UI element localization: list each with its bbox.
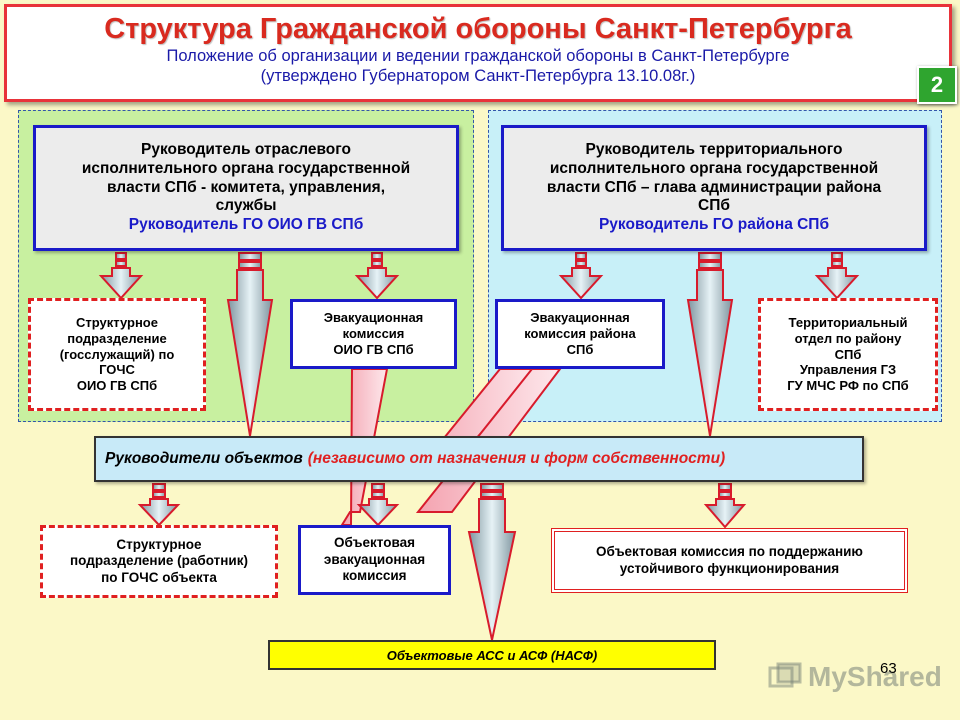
structural-unit-gochs-box: Структурное подразделение (госслужащий) …: [28, 298, 206, 411]
object-managers-label: Руководители объектов: [105, 450, 303, 467]
watermark-logo: MyShared: [768, 657, 948, 697]
evac-left-line-1: Эвакуационная: [323, 310, 424, 326]
territorial-department-box: Территориальный отдел по району СПб Упра…: [758, 298, 938, 411]
object-evac-line-2: эвакуационная: [323, 551, 426, 567]
arrow-left-head-to-structural-unit: [98, 252, 144, 300]
structural-unit-line-1: Структурное: [76, 314, 158, 330]
subtitle-line-2: (утверждено Губернатором Санкт-Петербург…: [260, 67, 696, 85]
territorial-line-1: Территориальный: [788, 314, 908, 330]
watermark-text: MyShared: [808, 661, 942, 692]
territorial-head-role: Руководитель ГО района СПб: [598, 216, 830, 234]
territorial-line-4: Управления ГЗ: [799, 362, 897, 378]
territorial-head-line-2: исполнительного органа государственной: [549, 159, 879, 177]
evac-right-line-2: комиссия района: [524, 326, 636, 342]
arrow-right-head-to-object-managers: [686, 252, 734, 437]
object-unit-line-3: по ГОЧС объекта: [101, 569, 217, 585]
arrow-objects-to-object-evac: [356, 483, 400, 527]
arrow-left-head-to-object-managers: [226, 252, 274, 437]
territorial-head-line-4: СПб: [698, 197, 730, 215]
object-evac-line-3: комиссия: [342, 568, 407, 584]
object-sustainability-commission-box: Объектовая комиссия по поддержанию устой…: [551, 528, 908, 593]
watermark-icon: [768, 662, 802, 688]
arrow-objects-to-object-commission: [703, 483, 747, 529]
sector-head-line-1: Руководитель отраслевого: [141, 140, 351, 158]
object-evacuation-commission-box: Объектовая эвакуационная комиссия: [298, 525, 451, 595]
header-panel: Структура Гражданской обороны Санкт-Пете…: [4, 4, 952, 102]
territorial-line-3: СПб: [834, 346, 862, 362]
subtitle-line-1: Положение об организации и ведении гражд…: [166, 47, 790, 65]
evacuation-commission-oio-box: Эвакуационная комиссия ОИО ГВ СПб: [290, 299, 457, 369]
territorial-head-line-3: власти СПб – глава администрации района: [546, 178, 882, 196]
arrow-left-head-to-evac-commission: [354, 252, 400, 300]
object-structural-unit-box: Структурное подразделение (работник) по …: [40, 525, 278, 598]
object-unit-line-2: подразделение (работник): [70, 553, 248, 569]
territorial-head-line-1: Руководитель территориального: [585, 140, 843, 158]
evac-right-line-1: Эвакуационная: [530, 310, 630, 326]
page-number: 63: [880, 660, 897, 677]
evac-left-line-2: комиссия: [342, 326, 405, 342]
arrow-right-head-to-territorial-dept: [814, 252, 860, 300]
evac-left-line-3: ОИО ГВ СПб: [333, 341, 414, 357]
arrow-objects-to-ass: [467, 483, 517, 641]
territorial-line-2: отдел по району: [794, 330, 902, 346]
slide-number-badge: 2: [917, 66, 957, 104]
arrow-objects-to-object-unit: [137, 483, 181, 527]
evac-right-line-3: СПб: [566, 341, 594, 357]
page-title: Структура Гражданской обороны Санкт-Пете…: [104, 13, 852, 45]
object-unit-line-1: Структурное: [116, 536, 202, 552]
structural-unit-line-2: подразделение: [67, 330, 167, 346]
sector-head-line-3: власти СПб - комитета, управления,: [106, 178, 386, 196]
object-managers-bar: Руководители объектов (независимо от наз…: [94, 436, 864, 482]
territorial-executive-head-box: Руководитель территориального исполнител…: [501, 125, 927, 251]
sector-head-line-4: службы: [215, 197, 277, 215]
object-rescue-units-box: Объектовые АСС и АСФ (НАСФ): [268, 640, 716, 670]
structural-unit-line-4: ГОЧС: [99, 362, 135, 378]
object-commission-line-2: устойчивого функционирования: [619, 560, 840, 576]
structural-unit-line-5: ОИО ГВ СПб: [76, 378, 158, 394]
structural-unit-line-3: (госслужащий) по: [59, 346, 175, 362]
object-managers-note: (независимо от назначения и форм собстве…: [307, 450, 726, 467]
evacuation-commission-district-box: Эвакуационная комиссия района СПб: [495, 299, 665, 369]
object-evac-line-1: Объектовая: [334, 535, 415, 551]
object-commission-line-1: Объектовая комиссия по поддержанию: [596, 544, 863, 560]
sector-executive-head-box: Руководитель отраслевого исполнительного…: [33, 125, 459, 251]
arrow-right-head-to-evac-commission: [558, 252, 604, 300]
territorial-line-5: ГУ МЧС РФ по СПб: [787, 378, 909, 394]
sector-head-role: Руководитель ГО ОИО ГВ СПб: [128, 216, 364, 234]
sector-head-line-2: исполнительного органа государственной: [81, 159, 411, 177]
